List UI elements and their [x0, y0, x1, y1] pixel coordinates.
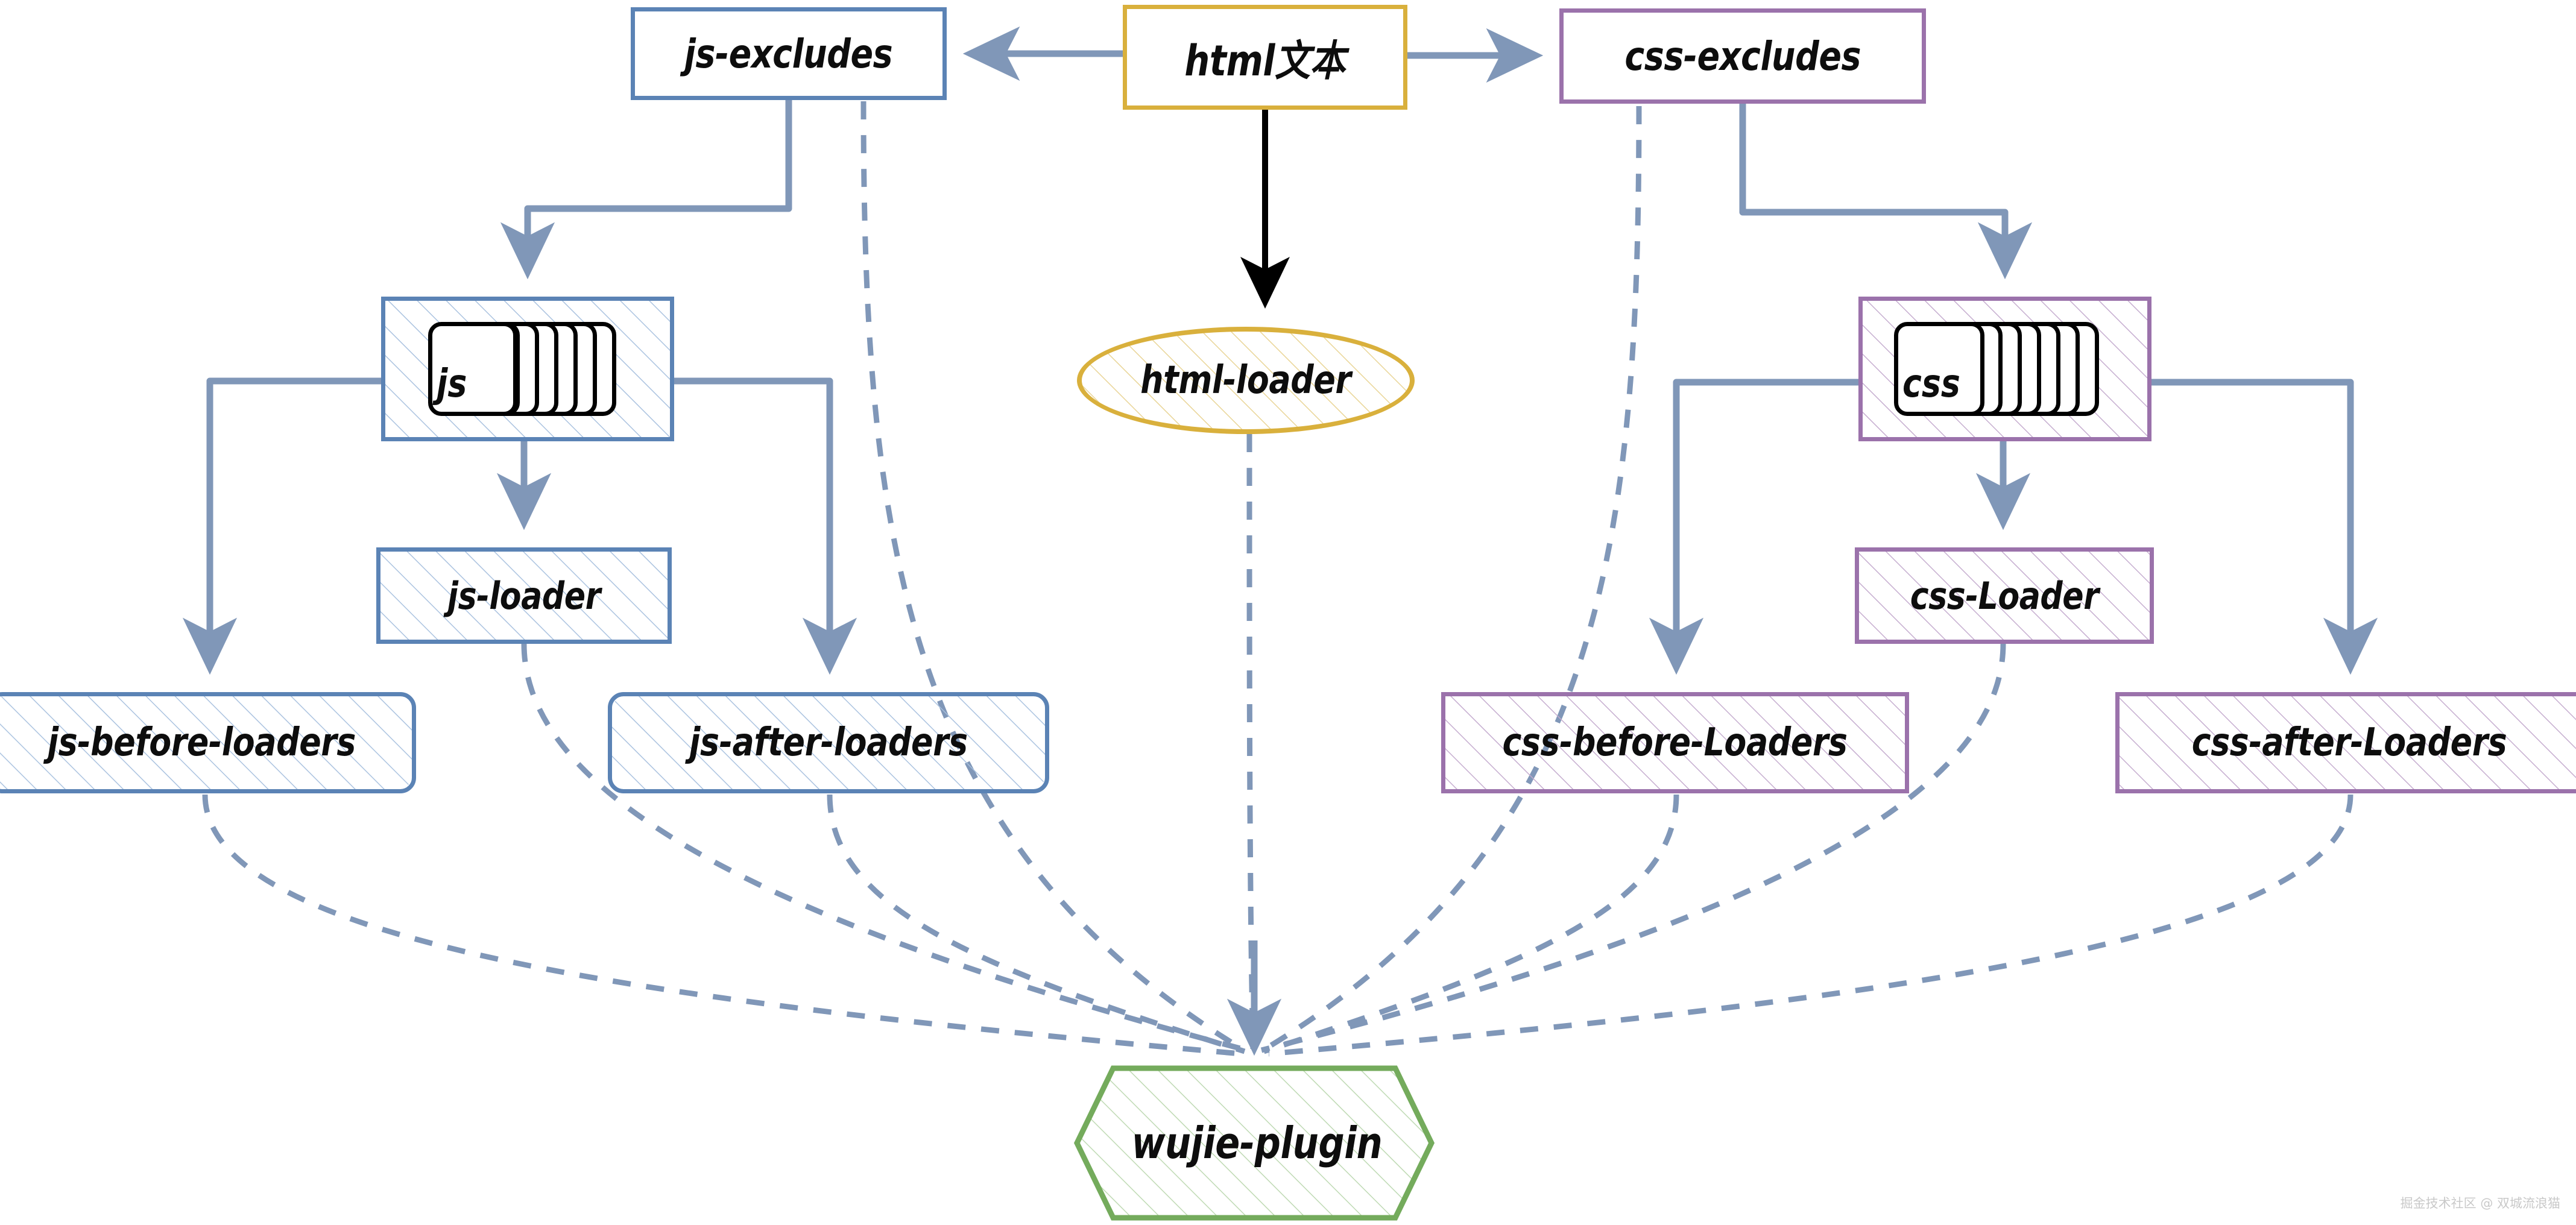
- edge-js-stack-to-js-before-loaders: [182, 377, 381, 675]
- css-stack-cards-icon: css: [1894, 322, 2116, 416]
- edge-css-stack-to-css-after-loaders: [2151, 379, 2378, 675]
- js-stack-cards-icon: js: [428, 322, 627, 416]
- edge-css-stack-to-css-before-loaders: [1649, 379, 1858, 675]
- node-css-excludes[interactable]: css-excludes: [1559, 8, 1926, 104]
- edge-css-excludes-to-wujie-plugin: [1263, 105, 1642, 1051]
- node-css-before-loaders-label: css-before-Loaders: [1502, 720, 1848, 765]
- node-css-loader[interactable]: css-Loader: [1855, 547, 2154, 644]
- watermark: 掘金技术社区 @ 双城流浪猫: [2400, 1196, 2560, 1211]
- edge-js-excludes-to-wujie-plugin: [860, 101, 1244, 1051]
- node-js-before-loaders[interactable]: js-before-loaders: [0, 692, 416, 793]
- node-wujie-plugin-label: wujie-plugin: [1131, 1118, 1382, 1168]
- node-js-stack-label: js: [437, 362, 467, 406]
- node-html-loader-label: html-loader: [1140, 358, 1351, 403]
- node-js-after-loaders-label: js-after-loaders: [689, 720, 968, 765]
- node-css-stack-label: css: [1902, 362, 1960, 406]
- node-css-before-loaders[interactable]: css-before-Loaders: [1441, 692, 1909, 793]
- node-js-loader-label: js-loader: [447, 573, 601, 618]
- node-js-excludes[interactable]: js-excludes: [631, 7, 947, 100]
- node-css-after-loaders[interactable]: css-after-Loaders: [2115, 692, 2576, 793]
- node-js-after-loaders[interactable]: js-after-loaders: [608, 692, 1049, 793]
- node-html-text[interactable]: html文本: [1123, 5, 1407, 110]
- node-js-stack[interactable]: js: [381, 297, 674, 441]
- node-js-before-loaders-label: js-before-loaders: [47, 720, 356, 765]
- node-css-loader-label: css-Loader: [1910, 573, 2099, 618]
- edge-css-excludes-to-css-stack: [1739, 104, 2033, 280]
- node-css-after-loaders-label: css-after-Loaders: [2191, 720, 2507, 765]
- node-html-loader[interactable]: html-loader: [1077, 327, 1415, 434]
- node-html-text-label: html文本: [1184, 36, 1346, 86]
- edge-js-after-loaders-to-wujie-plugin: [827, 794, 1246, 1054]
- node-css-excludes-label: css-excludes: [1624, 33, 1861, 80]
- edge-css-before-loaders-to-wujie-plugin: [1263, 794, 1679, 1054]
- edge-css-after-loaders-to-wujie-plugin: [1268, 794, 2353, 1057]
- edge-js-stack-to-js-after-loaders: [674, 377, 857, 675]
- node-js-excludes-label: js-excludes: [684, 30, 893, 77]
- edge-js-before-loaders-to-wujie-plugin: [202, 794, 1242, 1057]
- node-js-loader[interactable]: js-loader: [376, 547, 672, 644]
- edge-html-loader-to-wujie-plugin: [1246, 433, 1256, 1050]
- node-css-stack[interactable]: css: [1858, 297, 2151, 441]
- node-wujie-plugin[interactable]: wujie-plugin: [1077, 1066, 1436, 1220]
- edge-js-excludes-to-js-stack: [500, 100, 792, 280]
